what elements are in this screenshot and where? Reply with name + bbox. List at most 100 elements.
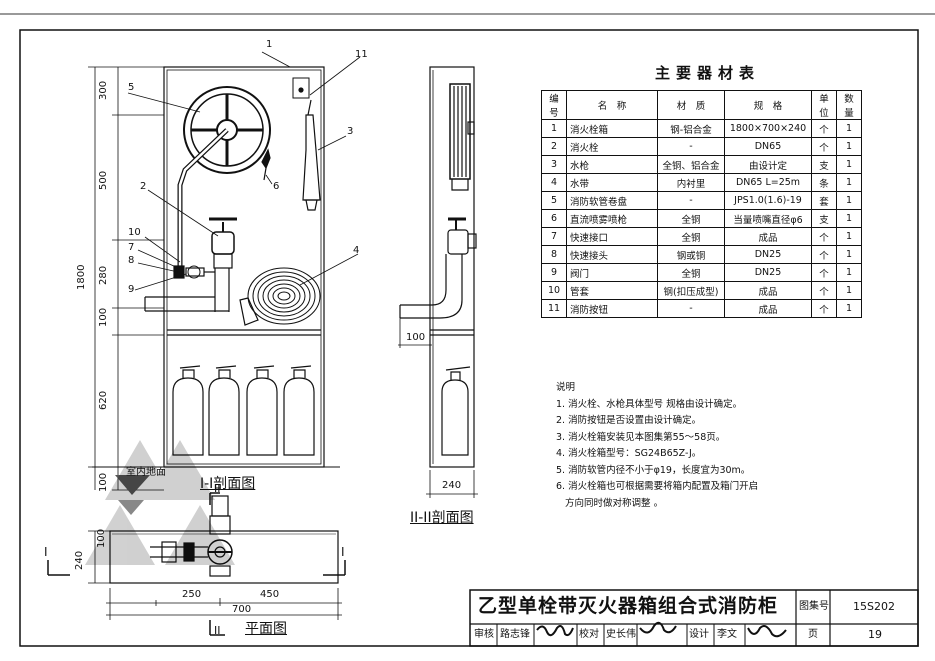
cell-qty: 1: [836, 119, 862, 138]
cell-material: 钢或铜: [657, 245, 725, 264]
cell-no: 5: [541, 191, 567, 210]
signatures: [536, 621, 787, 638]
title-block-lines: [469, 589, 919, 647]
dim-plan-450: 450: [260, 589, 280, 600]
section-2-view: [398, 66, 478, 498]
dim-300: 300: [98, 80, 109, 100]
callout-7: 7: [128, 242, 135, 253]
cell-unit: 条: [811, 173, 837, 192]
section-1-view: [92, 66, 340, 468]
cell-no: 2: [541, 137, 567, 156]
cell-material: 全铜: [657, 227, 725, 246]
cell-no: 10: [541, 281, 567, 300]
cell-unit: 个: [811, 281, 837, 300]
callout-9: 9: [128, 284, 135, 295]
signoff-review-label: 审核: [474, 629, 494, 640]
callout-3: 3: [347, 126, 354, 137]
header-unit: 单位: [811, 90, 837, 120]
left-dimensions: [88, 66, 164, 491]
cut-mark-left: I: [44, 545, 48, 559]
dim-620: 620: [98, 390, 109, 410]
note-item: 1. 消火栓、水枪具体型号 规格由设计确定。: [556, 398, 743, 410]
cell-spec: 成品: [724, 227, 812, 246]
cell-name: 消火栓箱: [566, 119, 658, 138]
indoor-ground-label: 室内地面: [126, 467, 166, 478]
cell-name: 直流喷雾喷枪: [566, 209, 658, 228]
callout-2: 2: [140, 181, 147, 192]
cell-no: 11: [541, 299, 567, 318]
header-no: 编号: [541, 90, 567, 120]
plan-view: [47, 492, 346, 636]
note-item: 5. 消防软管内径不小于φ19，长度宜为30m。: [556, 464, 751, 476]
dim-1800: 1800: [76, 264, 87, 290]
dim-500: 500: [98, 170, 109, 190]
cell-material: -: [657, 191, 725, 210]
section-2-label: II-II剖面图: [410, 510, 474, 526]
cell-qty: 1: [836, 299, 862, 318]
cell-qty: 1: [836, 245, 862, 264]
page-number: 19: [868, 628, 882, 641]
cell-no: 3: [541, 155, 567, 174]
cell-qty: 1: [836, 263, 862, 282]
plan-label: 平面图: [245, 621, 287, 637]
header-spec: 规 格: [724, 90, 812, 120]
cell-qty: 1: [836, 155, 862, 174]
cell-material: 内衬里: [657, 173, 725, 192]
cell-qty: 1: [836, 227, 862, 246]
cell-qty: 1: [836, 191, 862, 210]
notes-heading: 说明: [556, 382, 576, 393]
cell-no: 1: [541, 119, 567, 138]
callout-leaders: [127, 51, 361, 291]
cell-unit: 个: [811, 137, 837, 156]
cell-no: 6: [541, 209, 567, 228]
drawing-title: 乙型单栓带灭火器箱组合式消防柜: [478, 595, 779, 617]
cell-material: 全铜: [657, 263, 725, 282]
callout-4: 4: [353, 245, 360, 256]
note-item: 方向同时做对称调整 。: [556, 497, 664, 509]
signoff-checker: 史长伟: [606, 629, 636, 640]
signoff-reviewer: 路志锋: [500, 629, 530, 640]
dim-280: 280: [98, 265, 109, 285]
table-title: 主要器材表: [655, 64, 761, 82]
cell-material: -: [657, 299, 725, 318]
dim-plan-240: 240: [74, 550, 85, 570]
cell-unit: 个: [811, 299, 837, 318]
header-name: 名 称: [566, 90, 658, 120]
cell-no: 9: [541, 263, 567, 282]
signoff-design-label: 设计: [689, 629, 709, 640]
cell-spec: JPS1.0(1.6)-19: [724, 191, 812, 210]
cell-spec: 由设计定: [724, 155, 812, 174]
cell-material: 钢(扣压成型): [657, 281, 725, 300]
callout-1: 1: [266, 39, 273, 50]
cell-no: 8: [541, 245, 567, 264]
callout-10: 10: [128, 227, 141, 238]
cell-qty: 1: [836, 173, 862, 192]
watermark-logo: [85, 440, 235, 565]
signoff-designer: 李文: [717, 629, 737, 640]
cell-no: 7: [541, 227, 567, 246]
indoor-ground-symbol: [115, 475, 150, 515]
cell-name: 消火栓: [566, 137, 658, 156]
dim-plan-250: 250: [182, 589, 202, 600]
cell-name: 快速接头: [566, 245, 658, 264]
cell-unit: 支: [811, 209, 837, 228]
dim-side-240: 240: [442, 480, 462, 491]
cell-qty: 1: [836, 137, 862, 156]
cell-unit: 支: [811, 155, 837, 174]
dim-100-bottom: 100: [98, 472, 109, 492]
section-1-label: I-I剖面图: [200, 476, 256, 492]
cell-unit: 个: [811, 227, 837, 246]
header-qty: 数量: [836, 90, 862, 120]
cut-mark-bottom: II: [214, 624, 221, 637]
cell-unit: 个: [811, 263, 837, 282]
